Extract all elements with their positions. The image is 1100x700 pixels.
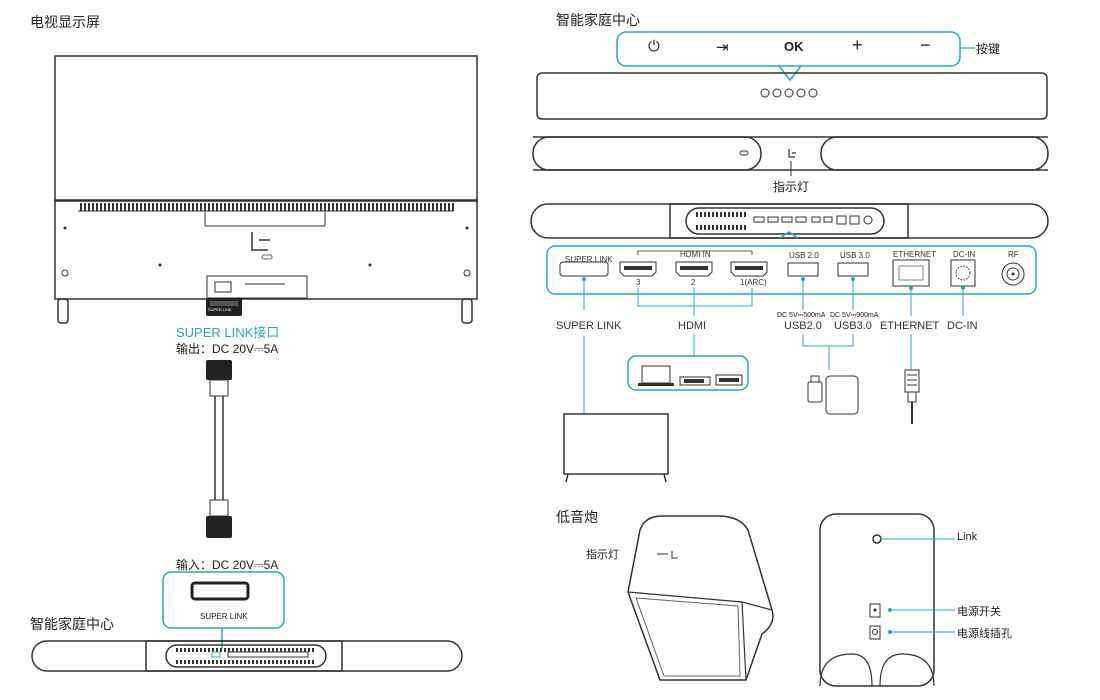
sub-power-jack-label: 电源线插孔: [957, 628, 1012, 640]
port-hdmi-3: 3: [636, 278, 641, 287]
ports-callout-box: [546, 245, 1037, 295]
hub-bottom-title: 智能家庭中心: [30, 616, 114, 632]
hub-top-title: 智能家庭中心: [556, 12, 640, 28]
port-ethernet-small: ETHERNET: [893, 250, 937, 259]
superlink-title: SUPER LINK接口: [176, 325, 280, 340]
volume-down-button[interactable]: −: [920, 35, 931, 55]
subwoofer-title: 低音炮: [556, 509, 598, 525]
ok-button[interactable]: OK: [784, 39, 804, 54]
label-usb30-spec: DC 5V⎓900mA: [830, 312, 879, 319]
tv-back: [54, 55, 478, 324]
ports-panel: [559, 250, 1025, 287]
port-usb30-small: USB 3.0: [840, 251, 870, 260]
superlink-input: 输入：DC 20V⎓5A: [176, 558, 279, 572]
hdmi-devices-box: [627, 355, 749, 391]
subwoofer-rear: [819, 513, 955, 687]
label-ethernet: ETHERNET: [880, 320, 940, 332]
label-usb20: USB2.0: [784, 320, 822, 332]
button-callout-box: [616, 31, 961, 67]
hdmi-devices: [638, 365, 743, 386]
sub-link-label: Link: [957, 531, 978, 543]
port-hdmi-in-label: HDMI IN: [680, 250, 711, 259]
port-hdmi-1-arc: 1(ARC): [740, 278, 767, 287]
port-leaders: [582, 277, 965, 414]
superlink-output: 输出：DC 20V⎓5A: [176, 342, 279, 356]
sub-indicator-label: 指示灯: [586, 549, 619, 561]
superlink-callout-box: [162, 571, 285, 629]
buttons-label: 按键: [976, 42, 1001, 56]
tv-superlink-port: [206, 298, 242, 316]
soundbar-front-view: [532, 136, 1049, 176]
label-dcin: DC-IN: [947, 320, 978, 332]
superlink-port-label: SUPER LINK: [200, 612, 248, 621]
label-usb30: USB3.0: [834, 320, 872, 332]
port-hdmi-2: 2: [691, 278, 696, 287]
soundbar-rear-view: [530, 203, 1049, 239]
port-superlink-small: SUPER LINK: [565, 255, 613, 264]
port-rf-small: RF: [1008, 250, 1019, 259]
port-dcin-small: DC-IN: [953, 250, 976, 259]
tv-section-title: 电视显示屏: [30, 14, 100, 30]
power-icon[interactable]: ⏻: [648, 38, 660, 55]
volume-up-button[interactable]: +: [852, 35, 863, 55]
port-usb20-small: USB 2.0: [789, 251, 819, 260]
superlink-port-icon: [190, 581, 250, 601]
sub-power-switch-label: 电源开关: [957, 606, 1001, 618]
label-usb20-spec: DC 5V⎓500mA: [777, 312, 826, 319]
usb-devices: [807, 375, 859, 415]
soundbar-bottom: [31, 640, 463, 672]
tv-superlink-badge: SUPER LINK: [208, 307, 232, 312]
super-link-cable: [206, 360, 232, 538]
label-super-link: SUPER LINK: [556, 320, 622, 332]
soundbar-top-view: [536, 72, 1048, 120]
hub-indicator-label: 指示灯: [773, 180, 810, 194]
small-tv-icon: [563, 413, 669, 483]
input-source-icon[interactable]: ⇥: [716, 39, 729, 56]
label-hdmi: HDMI: [678, 320, 707, 332]
subwoofer-perspective: [627, 515, 774, 681]
ethernet-cable: [904, 369, 920, 424]
